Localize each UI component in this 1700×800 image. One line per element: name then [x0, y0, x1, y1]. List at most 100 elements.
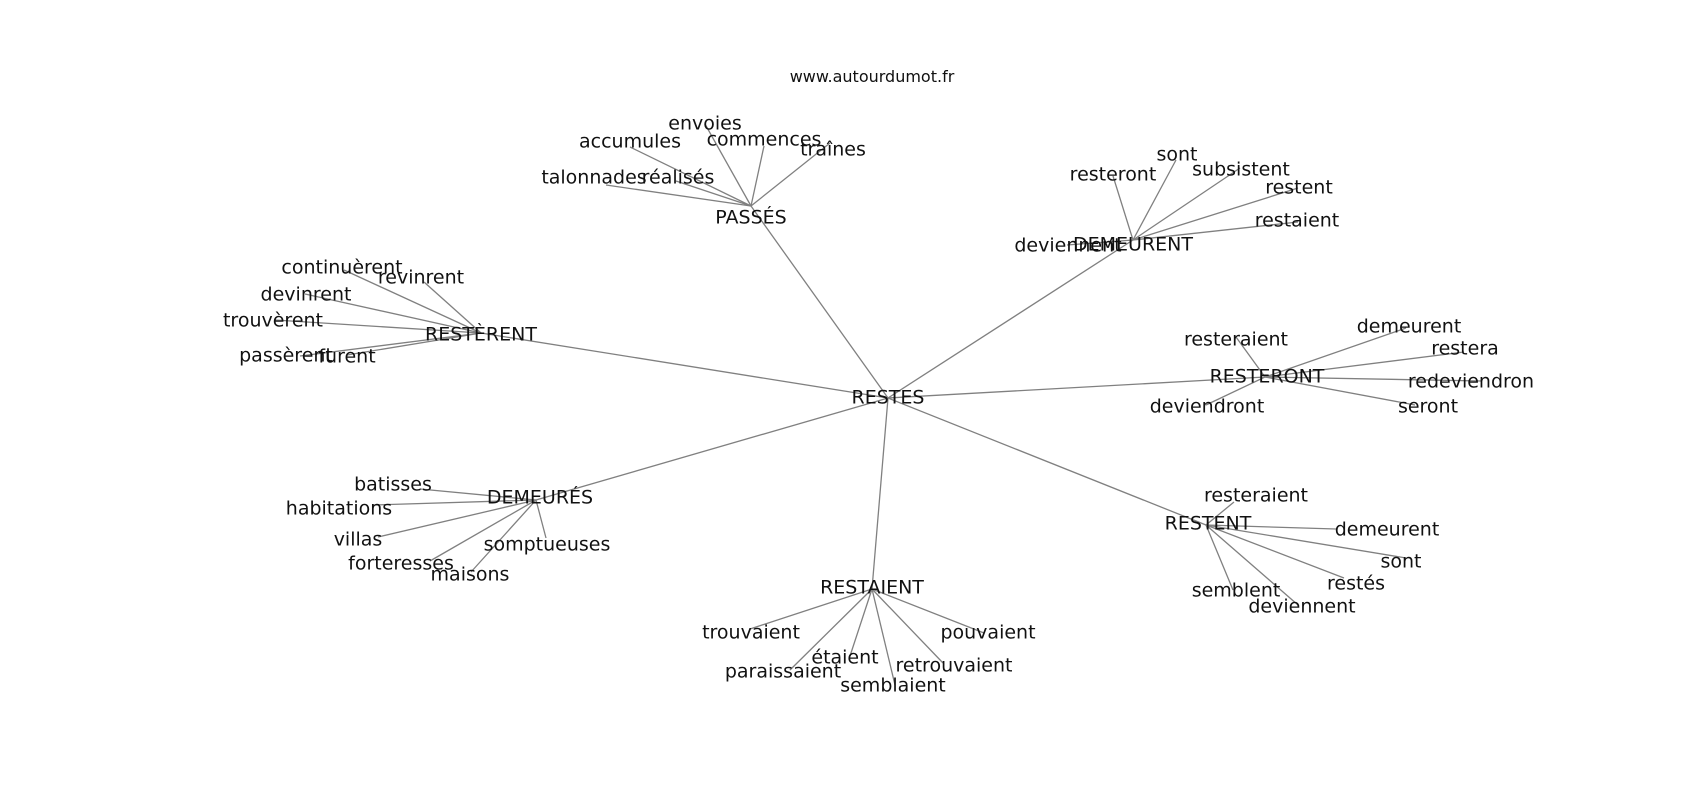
- edge-passes-envoies: [704, 123, 752, 207]
- graph-labels: www.autourdumot.fr RESTES PASSÉS envoiesa…: [223, 67, 1534, 697]
- edge-demeurent-sont: [1132, 159, 1177, 241]
- word-node-restaient-etaient[interactable]: étaient: [811, 647, 878, 669]
- edge-root-passes: [750, 205, 889, 399]
- edge-root-resterent: [480, 332, 889, 399]
- site-watermark: www.autourdumot.fr: [790, 67, 955, 86]
- word-node-demeures-habitations[interactable]: habitations: [286, 498, 392, 520]
- word-node-demeurent-sont[interactable]: sont: [1156, 144, 1197, 166]
- word-node-resteront-demeurent[interactable]: demeurent: [1357, 316, 1462, 338]
- edge-passes-commences: [750, 145, 765, 207]
- root-node[interactable]: RESTES: [852, 387, 925, 409]
- word-node-restaient-pouvaient[interactable]: pouvaient: [940, 622, 1035, 644]
- hub-node-resteront[interactable]: RESTERONT: [1210, 366, 1325, 388]
- edge-restent-sont: [1205, 524, 1407, 559]
- edge-passes-talonnades: [605, 184, 752, 207]
- word-node-resterent-trouverent[interactable]: trouvèrent: [223, 310, 323, 332]
- edge-restaient-pouvaient: [871, 588, 985, 634]
- word-node-restaient-semblaient[interactable]: semblaient: [840, 675, 946, 697]
- word-node-resteront-deviendront[interactable]: deviendront: [1150, 396, 1265, 418]
- edge-passes-traines: [750, 142, 831, 207]
- edge-restent-restes: [1205, 524, 1345, 579]
- graph-edges: [274, 123, 1483, 686]
- edge-resteront-restera: [1264, 351, 1465, 378]
- word-node-demeures-batisses[interactable]: batisses: [354, 474, 432, 496]
- word-node-restent-demeurent[interactable]: demeurent: [1335, 519, 1440, 541]
- edge-demeures-somptueuses: [535, 499, 547, 539]
- edge-demeures-maisons: [470, 499, 537, 573]
- edge-root-restaient: [871, 397, 889, 590]
- edge-demeurent-restaient: [1132, 221, 1299, 241]
- word-node-restaient-retrouvaient[interactable]: retrouvaient: [896, 655, 1013, 677]
- edge-root-resteront: [887, 376, 1266, 399]
- edge-restaient-paraissaient: [789, 588, 873, 671]
- edge-demeurent-restent: [1132, 187, 1299, 241]
- word-node-passes-accumules[interactable]: accumules: [579, 131, 681, 153]
- edge-resteront-demeurent: [1264, 327, 1407, 378]
- word-node-restent-restes[interactable]: restés: [1327, 573, 1385, 595]
- word-node-demeures-forteresses[interactable]: forteresses: [348, 553, 454, 575]
- word-node-restent-sont[interactable]: sont: [1380, 551, 1421, 573]
- word-node-resterent-devinrent[interactable]: devinrent: [261, 284, 352, 306]
- word-node-resterent-passerent[interactable]: passèrent: [239, 345, 333, 367]
- word-node-resteront-restera[interactable]: restera: [1431, 338, 1499, 360]
- edge-resterent-furent: [346, 332, 482, 356]
- edge-restaient-trouvaient: [749, 588, 873, 630]
- edge-demeurent-subsistent: [1132, 167, 1241, 241]
- edge-resterent-passerent: [299, 332, 482, 357]
- hub-node-restent[interactable]: RESTENT: [1165, 513, 1252, 535]
- edge-restaient-etaient: [849, 588, 873, 657]
- word-node-restent-resteraient[interactable]: resteraient: [1204, 485, 1308, 507]
- word-node-passes-envoies[interactable]: envoies: [668, 113, 741, 135]
- edge-passes-realises: [675, 180, 752, 207]
- edge-demeures-villas: [377, 499, 537, 538]
- word-node-passes-realises[interactable]: réalisés: [642, 167, 715, 189]
- edge-restaient-semblaient: [871, 588, 896, 686]
- word-node-resteront-resteraient[interactable]: resteraient: [1184, 329, 1288, 351]
- edge-root-demeures: [535, 397, 889, 501]
- edge-resterent-revinrent: [423, 281, 482, 334]
- edge-restent-demeurent: [1205, 524, 1337, 530]
- edge-demeures-forteresses: [429, 499, 537, 562]
- edge-resteront-deviendront: [1205, 376, 1266, 406]
- word-node-demeurent-deviennent[interactable]: deviennent: [1014, 235, 1121, 257]
- edge-root-demeurent: [887, 239, 1134, 399]
- hub-node-demeurent[interactable]: DEMEURENT: [1073, 234, 1193, 256]
- edge-root-restent: [887, 397, 1207, 526]
- word-node-demeures-villas[interactable]: villas: [334, 529, 383, 551]
- word-node-restent-semblent[interactable]: semblent: [1192, 580, 1281, 602]
- edge-resterent-continuerent: [343, 269, 482, 334]
- word-node-demeurent-restaient[interactable]: restaient: [1255, 210, 1340, 232]
- edge-demeurent-deviennent: [1066, 239, 1134, 246]
- hub-node-resterent[interactable]: RESTÈRENT: [425, 323, 537, 346]
- edge-passes-accumules: [629, 146, 752, 207]
- hub-node-restaient[interactable]: RESTAIENT: [820, 577, 924, 599]
- edge-demeurent-resteront: [1112, 175, 1134, 241]
- word-node-restent-deviennent[interactable]: deviennent: [1248, 596, 1355, 618]
- word-node-passes-commences[interactable]: commences: [707, 129, 822, 151]
- edge-resteront-seront: [1264, 376, 1416, 406]
- edge-restent-deviennent: [1205, 524, 1299, 606]
- word-node-demeures-somptueuses[interactable]: somptueuses: [484, 534, 611, 556]
- word-node-demeures-maisons[interactable]: maisons: [431, 564, 510, 586]
- edge-resterent-devinrent: [304, 293, 482, 334]
- word-node-resteront-seront[interactable]: seront: [1398, 396, 1458, 418]
- word-node-demeurent-resteront[interactable]: resteront: [1070, 164, 1157, 186]
- edge-resterent-trouverent: [274, 319, 482, 334]
- hub-node-passes[interactable]: PASSÉS: [715, 206, 786, 229]
- hub-node-demeures[interactable]: DEMEURÉS: [487, 486, 593, 509]
- word-node-demeurent-restent[interactable]: restent: [1265, 177, 1333, 199]
- edge-restent-semblent: [1205, 524, 1234, 591]
- edge-resteront-resteraient: [1235, 336, 1266, 378]
- word-node-passes-talonnades[interactable]: talonnades: [541, 167, 646, 189]
- word-node-restaient-trouvaient[interactable]: trouvaient: [702, 622, 800, 644]
- word-node-resterent-continuerent[interactable]: continuèrent: [281, 257, 402, 279]
- word-node-resterent-furent[interactable]: furent: [318, 346, 375, 368]
- word-node-resteront-redeviendron[interactable]: redeviendron: [1408, 371, 1534, 393]
- word-node-passes-traines[interactable]: traînes: [800, 139, 866, 161]
- word-node-resterent-revinrent[interactable]: revinrent: [378, 267, 464, 289]
- word-node-demeurent-subsistent[interactable]: subsistent: [1192, 159, 1290, 181]
- edge-restent-resteraient: [1205, 501, 1235, 526]
- edge-restaient-retrouvaient: [871, 588, 944, 664]
- word-node-restaient-paraissaient[interactable]: paraissaient: [725, 661, 841, 683]
